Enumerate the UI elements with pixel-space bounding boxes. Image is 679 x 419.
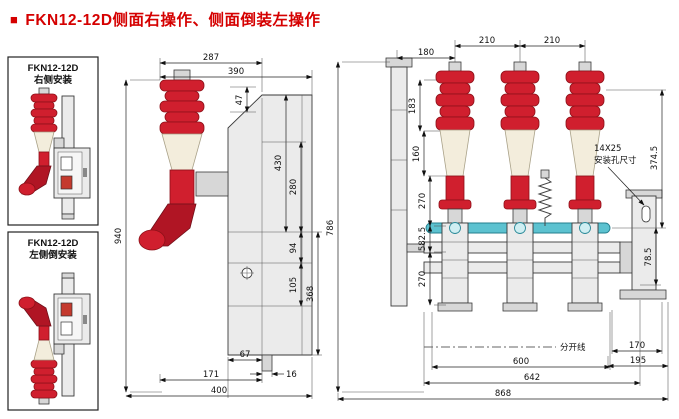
dim-183: 183	[408, 98, 418, 114]
dim-210a: 210	[479, 36, 495, 46]
dim-47: 47	[235, 95, 245, 106]
side-view: 287 390 940 47 430 280	[114, 53, 322, 399]
dim-195: 195	[630, 356, 646, 366]
dim-287: 287	[203, 53, 219, 63]
pole-2	[500, 61, 540, 312]
mini-switch-left-inverted-drawing	[18, 272, 91, 405]
dim-390: 390	[228, 67, 244, 77]
mounting-slot	[641, 205, 651, 223]
dim-374-5: 374.5	[650, 146, 660, 170]
shaft-crank-1	[449, 222, 461, 234]
box-right-border	[7, 56, 99, 226]
box-right-label-2: 右侧安装	[33, 74, 73, 86]
note-hole-label: 安装孔尺寸	[594, 155, 637, 166]
dim-642: 642	[524, 373, 540, 383]
dim-868: 868	[495, 389, 511, 399]
front-view: 210 210 180 183 160 270 582.5	[326, 36, 669, 402]
shaft-crank-2	[514, 222, 526, 234]
dim-270a: 270	[418, 193, 428, 209]
box-left-label-1: FKN12-12D	[28, 238, 79, 249]
mini-switch-right-drawing	[18, 87, 91, 220]
side-terminal	[173, 69, 191, 81]
pole-1	[435, 61, 475, 312]
dim-430: 430	[274, 155, 284, 171]
dim-786: 786	[326, 220, 336, 236]
mechanism-column	[390, 66, 408, 307]
dim-270b: 270	[418, 271, 428, 287]
box-left-label-2: 左侧倒安装	[28, 249, 77, 261]
dim-210b: 210	[544, 36, 560, 46]
box-right-label-1: FKN12-12D	[28, 63, 79, 74]
note-split-line: 分开线	[560, 342, 586, 353]
dim-105: 105	[289, 277, 299, 293]
side-mounting-plate	[227, 94, 313, 356]
front-view-dimensions: 210 210 180 183 160 270 582.5	[326, 36, 669, 402]
title-text: FKN12-12D侧面右操作、侧面倒装左操作	[25, 12, 321, 29]
side-view-dimensions: 287 390 940 47 430 280	[114, 53, 322, 399]
dim-94: 94	[289, 243, 299, 254]
note-hole-size: 14X25	[594, 144, 621, 154]
opening-spring	[537, 169, 553, 226]
plate-foot	[261, 354, 273, 372]
dim-16: 16	[286, 370, 297, 380]
mechanism-cap	[385, 57, 413, 68]
dim-400: 400	[211, 386, 227, 396]
dim-582-5: 582.5	[418, 227, 428, 251]
page-title: ■ FKN12-12D侧面右操作、侧面倒装左操作	[10, 8, 321, 30]
side-view-parts	[138, 69, 313, 372]
dim-940: 940	[114, 228, 124, 244]
dim-280: 280	[289, 179, 299, 195]
dim-368: 368	[306, 286, 316, 302]
dim-171: 171	[203, 370, 219, 380]
shaft-crank-3	[579, 222, 591, 234]
title-bullet-icon: ■	[10, 11, 19, 27]
side-body	[169, 169, 195, 205]
right-mounting-bracket	[619, 189, 667, 300]
dim-180: 180	[418, 48, 434, 58]
note-hole-leader	[607, 166, 645, 206]
front-view-parts	[385, 57, 667, 312]
dim-600: 600	[513, 357, 529, 367]
side-insulator	[159, 79, 205, 135]
installation-box-right: FKN12-12D 右侧安装	[7, 56, 99, 226]
side-arm	[195, 171, 229, 197]
dim-67: 67	[240, 350, 251, 360]
pole-3	[565, 61, 605, 312]
dim-160: 160	[412, 146, 422, 162]
side-cone	[161, 133, 203, 171]
box-left-border	[7, 231, 99, 411]
side-elbow-cap	[138, 229, 166, 251]
installation-box-left-inverted: FKN12-12D 左侧倒安装	[7, 231, 99, 411]
dim-170: 170	[629, 341, 645, 351]
dim-78-5: 78.5	[644, 248, 654, 267]
